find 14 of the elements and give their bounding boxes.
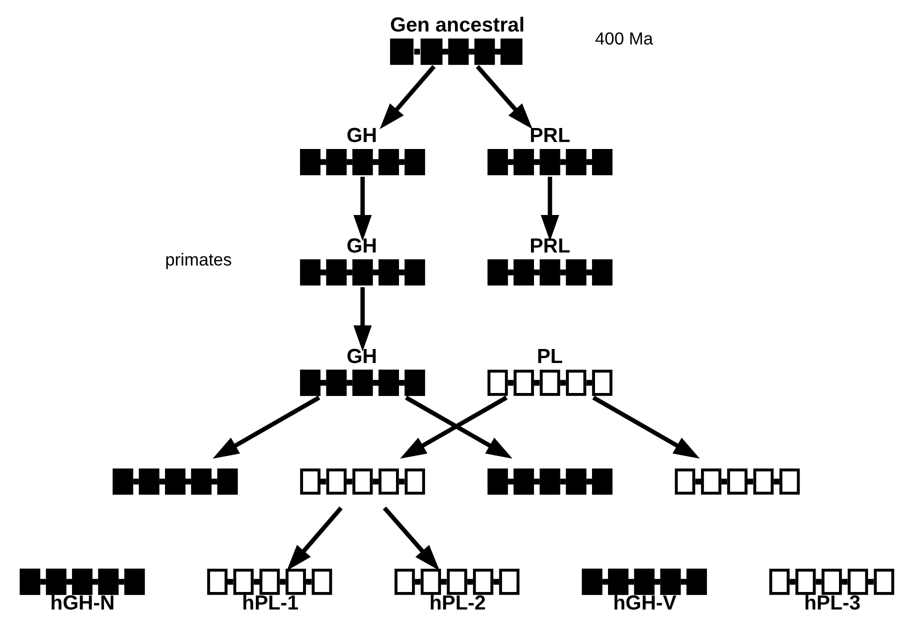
label: 400 Ma	[595, 28, 654, 49]
node-label: Gen ancestral	[390, 14, 525, 37]
node-label: GH	[346, 235, 378, 258]
node-label: GH	[346, 124, 378, 147]
node-label: PRL	[530, 124, 570, 147]
node-text: hPL-2	[429, 592, 486, 615]
node-text: hPL-3	[804, 592, 861, 615]
node-label: hGH-N	[50, 592, 115, 615]
node-text: hPL-1	[242, 592, 299, 615]
node-text: PL	[536, 346, 563, 368]
node-label: PRL	[530, 235, 570, 258]
label: primates	[165, 249, 232, 270]
node-label: GH	[346, 346, 378, 368]
node-label: hGH-V	[613, 592, 676, 615]
